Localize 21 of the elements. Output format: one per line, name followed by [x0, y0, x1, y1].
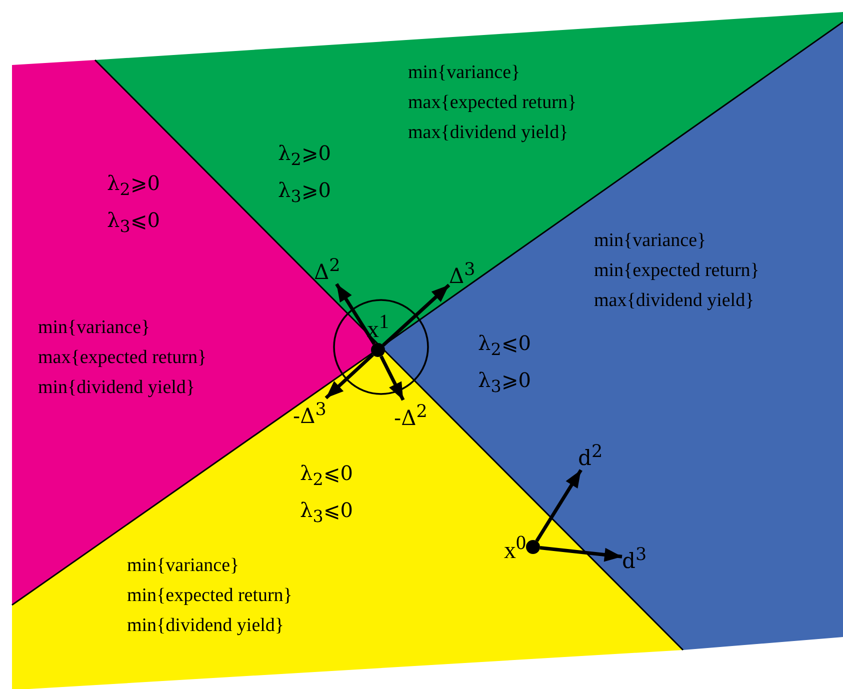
arrow — [540, 546, 622, 562]
vector-label: d$^{2}$ — [578, 440, 603, 470]
condition-text: λ$_{2}$⩽0 λ$_{3}$⩽0 — [300, 460, 354, 528]
arrow — [335, 283, 376, 345]
objective-text: min{variance} max{expected return} min{dividend yield} — [38, 316, 208, 400]
objective-text: min{variance} min{expected return} max{dividend yield} — [594, 229, 760, 313]
vector-label: Δ$^{2}$ — [314, 254, 340, 284]
objective-text: min{variance} max{expected return} max{dividend yield} — [408, 61, 578, 145]
arrow — [380, 355, 405, 401]
arrow — [324, 353, 374, 400]
condition-text: λ$_{2}$⩾0 λ$_{3}$⩽0 — [107, 170, 162, 238]
vector-label: -Δ$^{3}$ — [293, 398, 326, 428]
vector-label: Δ$^{3}$ — [449, 258, 476, 288]
objective-text: min{variance} min{expected return} min{dividend yield} — [127, 554, 294, 638]
vector-label: -Δ$^{2}$ — [394, 400, 428, 430]
condition-text: λ$_{2}$⩽0 λ$_{3}$⩾0 — [478, 330, 532, 398]
condition-text: λ$_{2}$⩾0 λ$_{3}$⩾0 — [278, 140, 332, 208]
point-label: x$^{0}$ — [504, 531, 526, 564]
vector-label: d$^{3}$ — [622, 543, 647, 573]
arrow — [382, 284, 450, 347]
arrow — [535, 469, 582, 542]
